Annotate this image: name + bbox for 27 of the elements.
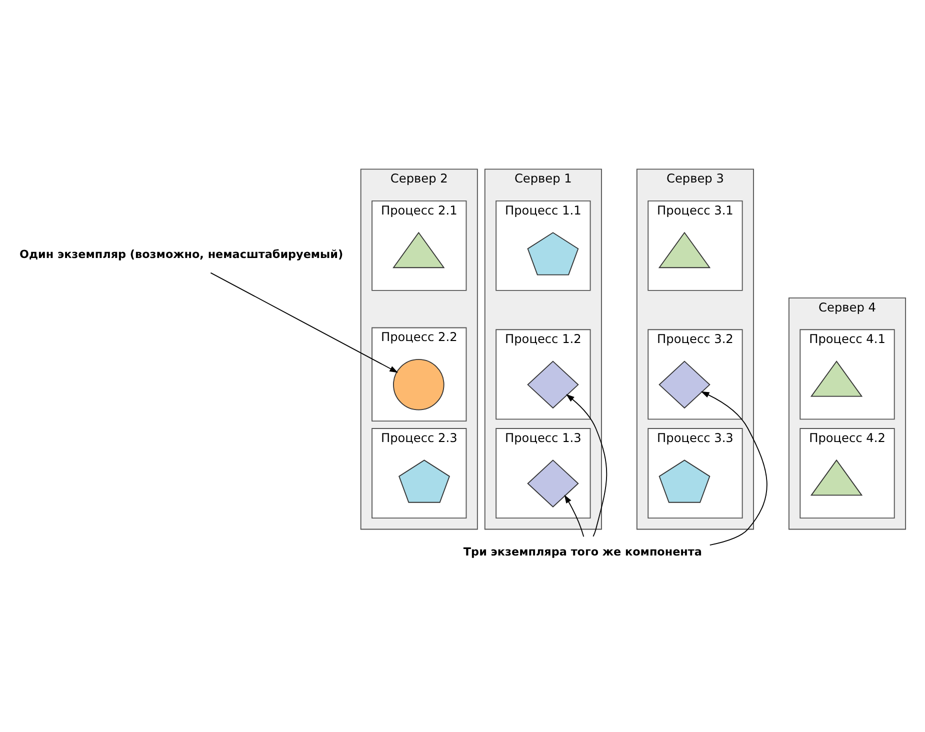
node-text: Три экземпляра того же компонента <box>463 545 702 558</box>
node-triangle <box>810 360 863 397</box>
cluster: Процесс 4.2 <box>800 428 895 518</box>
arrow <box>210 272 398 373</box>
cluster: Процесс 3.1 <box>648 200 743 291</box>
arrow <box>564 494 584 538</box>
node-text: Один экземпляр (возможно, немасштабируемый) <box>19 248 344 261</box>
node-diamond <box>527 460 579 508</box>
node-circle <box>393 359 444 410</box>
arrow <box>700 391 768 546</box>
cluster: Процесс 2.3 <box>372 428 467 518</box>
cluster: Процесс 3.2 <box>648 329 743 420</box>
node-diamond <box>527 360 579 409</box>
node-triangle <box>810 459 863 496</box>
cluster: Процесс 1.2 <box>496 329 591 420</box>
cluster: Процесс 1.1 <box>496 200 591 291</box>
node-pentagon <box>398 460 450 503</box>
cluster: Процесс 1.3 <box>496 428 591 518</box>
cluster: Процесс 3.3 <box>648 428 743 518</box>
node-triangle <box>658 232 711 268</box>
node-triangle <box>392 232 445 268</box>
node-pentagon <box>658 460 710 503</box>
node-pentagon <box>527 232 579 276</box>
cluster: Процесс 4.1 <box>800 329 895 420</box>
arrow <box>566 394 608 537</box>
cluster: Процесс 2.1 <box>372 200 467 291</box>
cluster: Процесс 2.2 <box>372 327 467 422</box>
